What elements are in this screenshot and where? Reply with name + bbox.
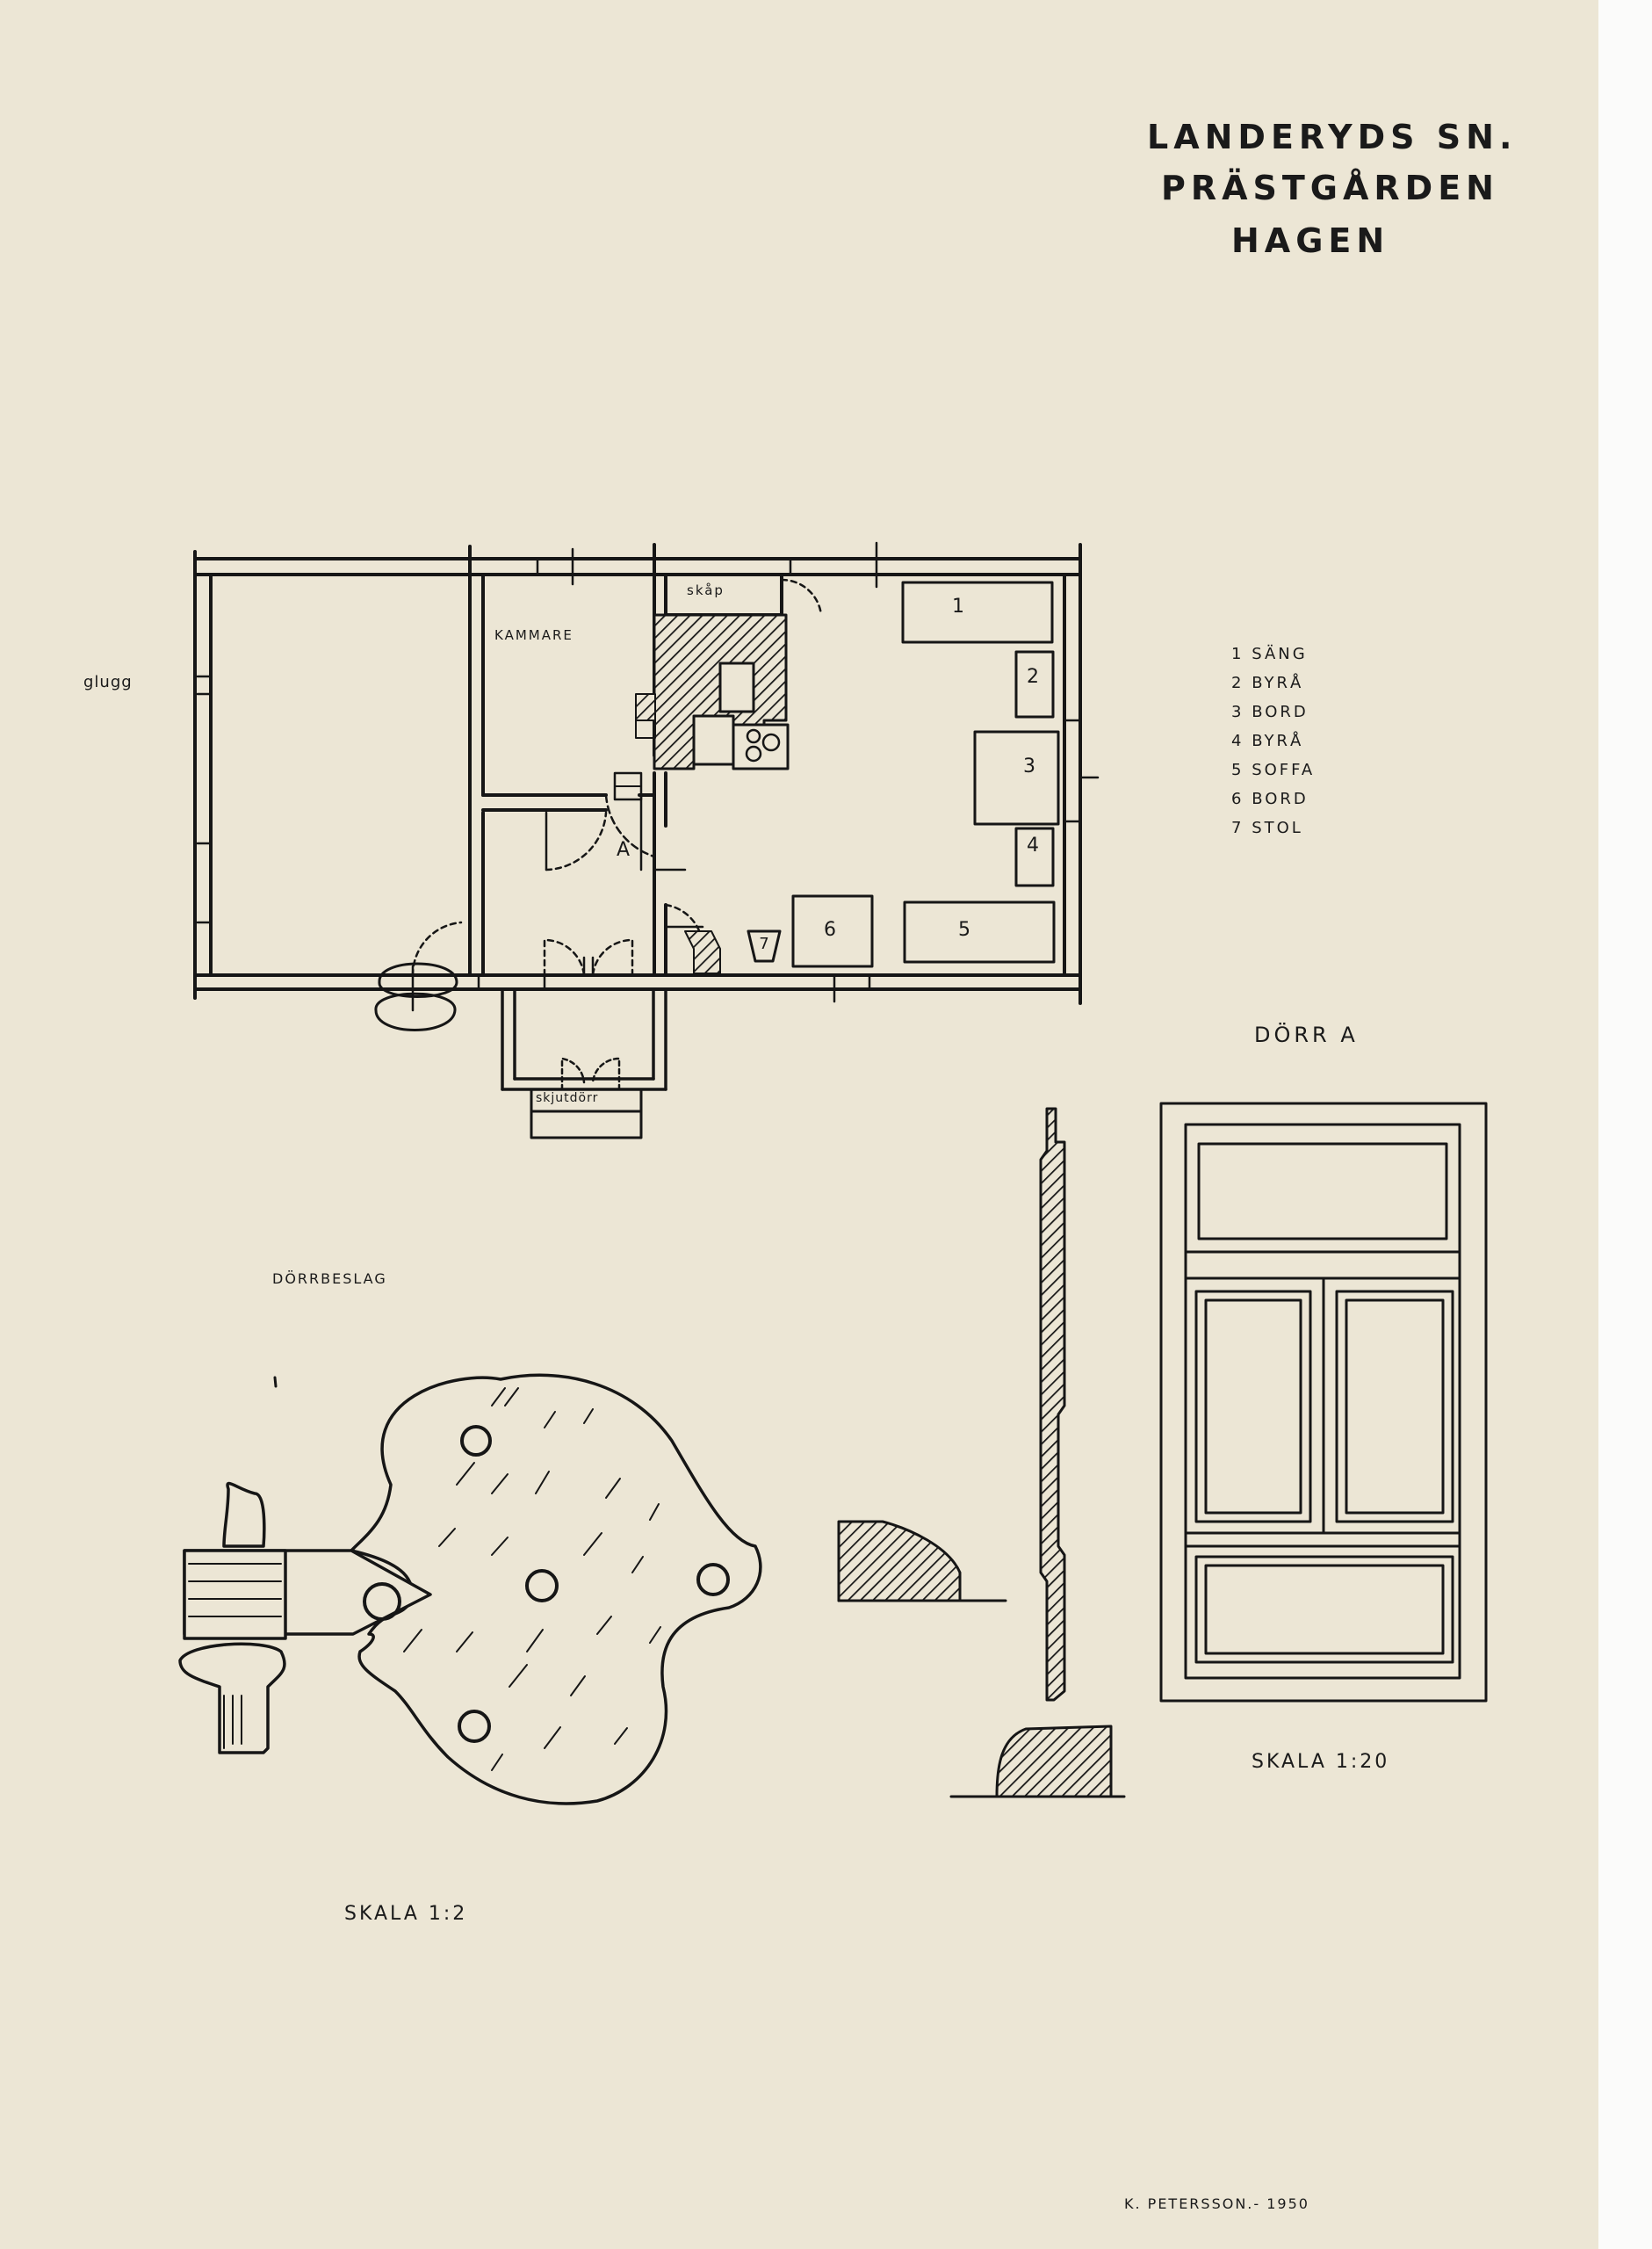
hinge-drawing	[178, 1373, 762, 1805]
furniture-number: 2	[1027, 666, 1039, 688]
doors	[196, 541, 1100, 1012]
hinge-title: DÖRRBESLAG	[272, 1270, 387, 1287]
label-glugg: glugg	[83, 673, 133, 691]
legend-item: 2 BYRÅ	[1231, 674, 1304, 692]
furniture-legend: 1 SÄNG 2 BYRÅ 3 BORD 4 BYRÅ 5 SOFFA 6 BO…	[1231, 640, 1315, 842]
legend-item: 1 SÄNG	[1231, 645, 1308, 663]
hinge-texture	[403, 1387, 661, 1771]
label-door-a: A	[617, 839, 631, 861]
furniture-number: 3	[1023, 756, 1035, 777]
floor-plan	[193, 541, 1100, 1139]
furniture-number: 6	[824, 919, 836, 941]
steps	[374, 962, 458, 1031]
door-a-title: DÖRR A	[1254, 1023, 1359, 1047]
label-skap: skåp	[687, 582, 725, 598]
furniture-number: 1	[952, 596, 964, 618]
scan-margin	[1598, 0, 1652, 2249]
furniture-number: 7	[759, 935, 769, 953]
label-kammare: KAMMARE	[494, 627, 574, 643]
signature: K. PETERSSON.- 1950	[1124, 2195, 1309, 2212]
fireplace	[613, 613, 790, 801]
furniture	[747, 581, 1060, 968]
outer-walls	[193, 543, 1082, 1005]
porch	[501, 987, 667, 1139]
legend-item: 5 SOFFA	[1231, 761, 1316, 779]
title-place: HAGEN	[1231, 221, 1390, 260]
furniture-number: 5	[958, 919, 970, 941]
door-a-elevation	[1159, 1102, 1488, 1703]
title-estate: PRÄSTGÅRDEN	[1161, 169, 1499, 207]
hinge-scale: SKALA 1:2	[344, 1903, 468, 1925]
legend-item: 6 BORD	[1231, 790, 1309, 808]
legend-item: 3 BORD	[1231, 703, 1309, 721]
legend-item: 4 BYRÅ	[1231, 732, 1304, 750]
furniture-number: 4	[1027, 835, 1039, 857]
title-parish: LANDERYDS SN.	[1147, 118, 1518, 156]
door-a-scale: SKALA 1:20	[1252, 1751, 1390, 1773]
door-section	[837, 1107, 1126, 1798]
label-skjutdorr: skjutdörr	[536, 1091, 599, 1105]
legend-item: 7 STOL	[1231, 819, 1303, 837]
